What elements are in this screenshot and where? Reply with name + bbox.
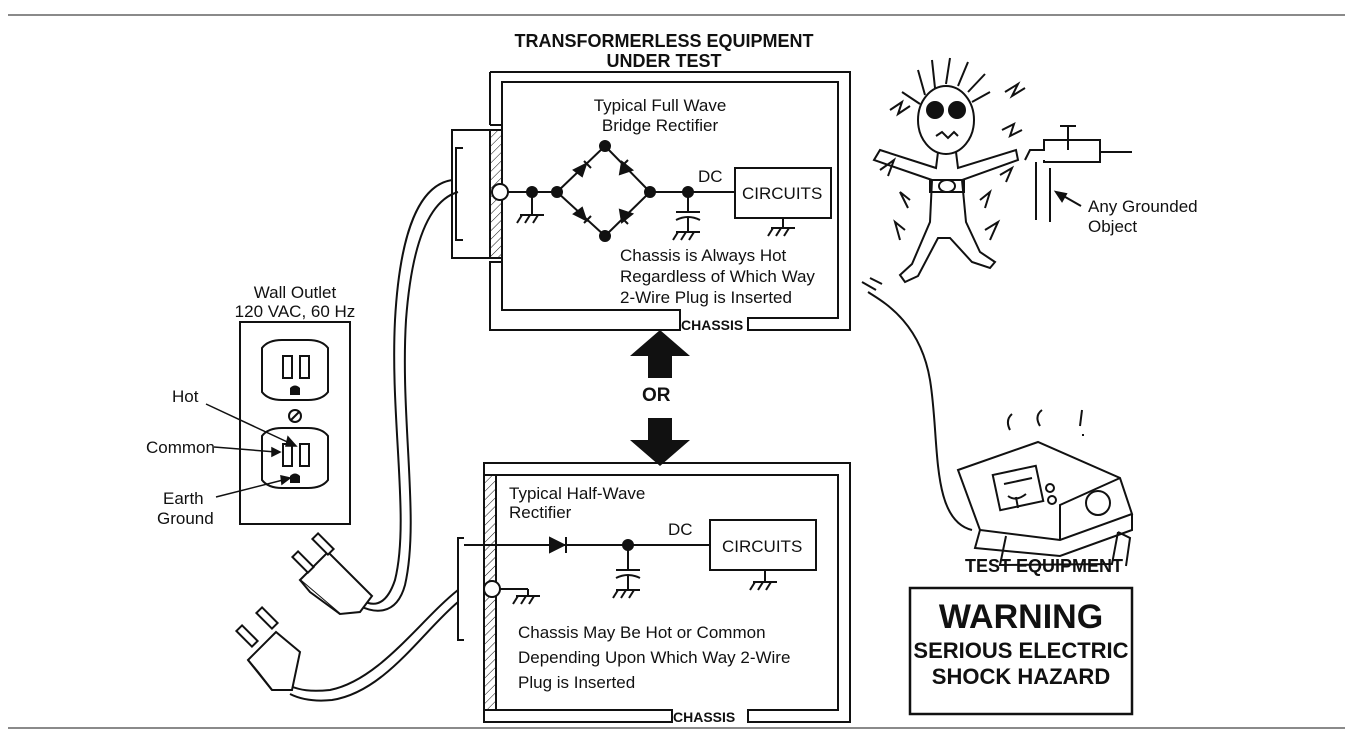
top-chassis-label: CHASSIS (681, 317, 744, 333)
full-wave-label-line2: Bridge Rectifier (601, 116, 719, 135)
test-lead (861, 277, 973, 531)
test-equipment-label: TEST EQUIPMENT (965, 556, 1124, 576)
outlet-ground-holes (290, 385, 300, 483)
hot-label: Hot (172, 387, 199, 406)
bridge-diodes (526, 140, 694, 242)
warning-title: WARNING (938, 598, 1104, 636)
half-wave-diode (549, 536, 634, 554)
top-title-line1: TRANSFORMERLESS EQUIPMENT (514, 31, 814, 51)
bottom-chassis-label: CHASSIS (673, 709, 736, 725)
top-receptacle (451, 129, 509, 259)
top-note-line1: Chassis is Always Hot (620, 246, 787, 265)
or-label: OR (642, 385, 671, 406)
common-label: Common (146, 438, 215, 457)
top-note-line3: 2-Wire Plug is Inserted (620, 288, 792, 307)
bottom-note-line3: Plug is Inserted (518, 673, 636, 692)
earth-ground-label-line2: Ground (157, 509, 214, 528)
outlet-pointer-lines (205, 403, 298, 498)
top-equipment-box (489, 71, 851, 331)
bottom-dc-label: DC (668, 520, 693, 539)
upper-plug (290, 531, 374, 616)
top-note-line2: Regardless of Which Way (620, 267, 815, 286)
bottom-note-line2: Depending Upon Which Way 2-Wire (518, 648, 791, 667)
shocked-person (872, 57, 1132, 284)
bottom-circuits-label: CIRCUITS (722, 537, 803, 556)
wall-outlet (239, 321, 351, 525)
warning-line2: SERIOUS ELECTRIC (913, 638, 1129, 663)
bottom-note-line1: Chassis May Be Hot or Common (518, 623, 766, 642)
or-double-arrow (630, 330, 690, 466)
grounded-object-label-line2: Object (1088, 217, 1138, 236)
test-equipment-drawing (956, 409, 1134, 567)
half-wave-rectifier (464, 519, 817, 605)
warning-box-frame (908, 586, 1134, 716)
full-wave-label-line1: Typical Full Wave (593, 96, 727, 115)
warning-line3: SHOCK HAZARD (931, 664, 1111, 689)
power-cords (289, 179, 459, 702)
outlet-title-line1: Wall Outlet (253, 283, 337, 302)
grounded-object-label-line1: Any Grounded (1088, 197, 1198, 216)
bottom-equipment-box (457, 462, 851, 723)
top-dc-label: DC (698, 167, 723, 186)
lower-plug (234, 605, 302, 691)
earth-ground-label-line1: Earth (163, 489, 204, 508)
outlet-title-line2: 120 VAC, 60 Hz (234, 302, 356, 321)
half-wave-label-line2: Rectifier (509, 503, 572, 522)
top-title-line2: UNDER TEST (606, 51, 722, 71)
half-wave-label-line1: Typical Half-Wave (509, 484, 646, 503)
top-circuits-label: CIRCUITS (742, 184, 823, 203)
